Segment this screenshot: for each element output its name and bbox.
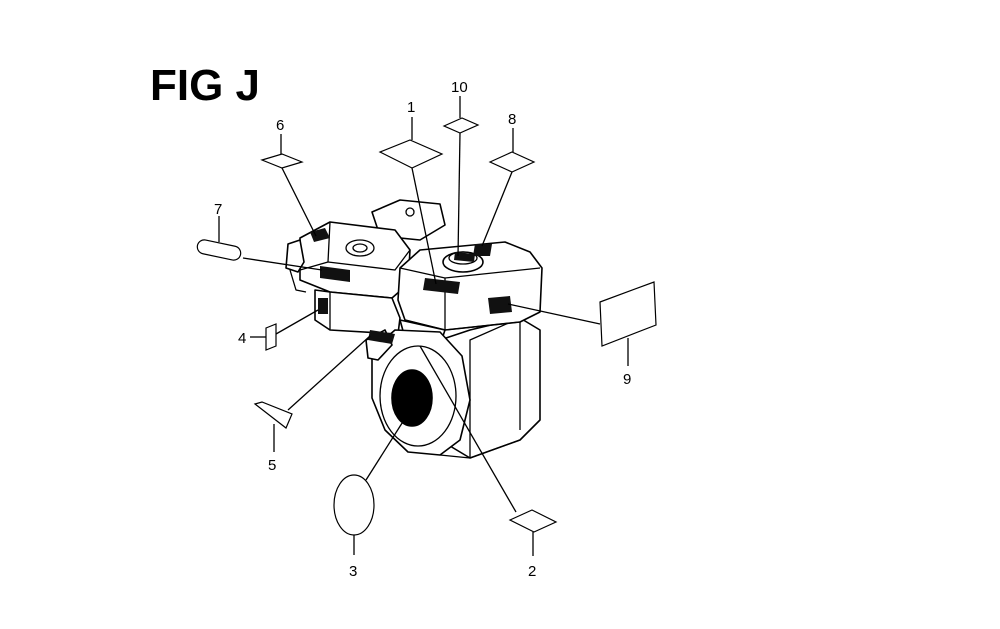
decal-patch-5 — [368, 330, 395, 344]
leader-6 — [281, 167, 317, 237]
callout-7: 7 — [214, 201, 222, 218]
leader-2 — [419, 345, 517, 513]
decal-patch-6 — [310, 228, 330, 242]
carburetor-housing — [314, 289, 401, 335]
label-shape-1 — [378, 139, 444, 169]
decal-patch-7 — [320, 266, 350, 282]
label-shape-9 — [599, 281, 657, 347]
label-shape-8 — [488, 151, 536, 173]
callout-4: 4 — [238, 330, 246, 347]
starter-hub — [391, 369, 433, 427]
label-shape-10 — [442, 117, 480, 134]
leader-3 — [365, 419, 405, 481]
leader-7 — [242, 257, 323, 271]
label-shape-5 — [253, 401, 293, 429]
decal-patch-10 — [454, 252, 475, 262]
leader-9 — [507, 303, 601, 325]
leader-5 — [287, 335, 371, 411]
label-shape-7 — [196, 239, 242, 261]
leader-8 — [481, 171, 513, 247]
figure-title: FIG J — [150, 61, 260, 110]
callout-3: 3 — [349, 563, 357, 580]
leader-10 — [457, 132, 461, 257]
leader-lines — [218, 96, 629, 556]
leader-1 — [411, 167, 437, 285]
leader-4 — [275, 309, 319, 335]
decal-patch-8 — [473, 244, 492, 256]
label-shape-3 — [333, 474, 375, 536]
decal-patch-9 — [488, 296, 512, 314]
decal-patch-4 — [318, 298, 328, 314]
callout-9: 9 — [623, 371, 631, 388]
label-shapes — [196, 117, 657, 536]
label-shape-4 — [265, 323, 277, 351]
callout-8: 8 — [508, 111, 516, 128]
callout-numbers: 1 2 3 4 5 6 7 8 9 10 — [214, 79, 631, 580]
callout-1: 1 — [407, 99, 415, 116]
callout-10: 10 — [451, 79, 468, 96]
label-shape-2 — [508, 509, 558, 533]
label-shape-6 — [260, 153, 304, 169]
callout-2: 2 — [528, 563, 536, 580]
callout-6: 6 — [276, 117, 284, 134]
decal-patch-1 — [423, 278, 460, 294]
engine-decals — [310, 228, 512, 344]
callout-5: 5 — [268, 457, 276, 474]
